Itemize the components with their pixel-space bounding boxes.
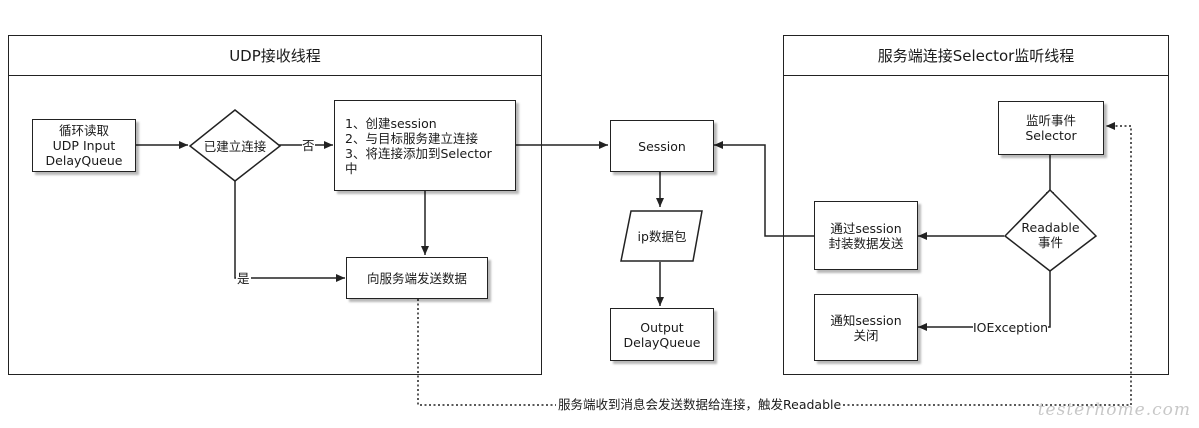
wrap-send-node: 通过session 封装数据发送 [814,201,918,270]
listen-selector-node: 监听事件 Selector [998,101,1104,155]
readable-decision-label: Readable 事件 [1021,220,1080,250]
udp-thread-title: UDP接收线程 [9,36,541,76]
session-node: Session [610,120,714,172]
ip-packet-shape [620,210,703,262]
decision-established-shape [188,109,282,182]
edge-decision-yes [234,181,345,282]
notify-close-node: 通知session 关闭 [814,294,918,361]
edge-label-server-readable: 服务端收到消息会发送数据给连接，触发Readable [556,397,844,412]
edge-label-ioexception: IOException [973,320,1049,335]
edge-label-yes: 是 [236,271,251,286]
loop-read-node: 循环读取 UDP Input DelayQueue [32,119,136,172]
edge-wrap-to-session [714,141,815,237]
send-to-server-node: 向服务端发送数据 [346,257,488,299]
established-decision-label: 已建立连接 [203,138,267,154]
create-session-node: 1、创建session 2、与目标服务建立连接 3、将连接添加到Selector… [334,100,516,191]
output-queue-node: Output DelayQueue [610,308,714,361]
selector-thread-frame: 服务端连接Selector监听线程 [783,35,1169,375]
selector-thread-title: 服务端连接Selector监听线程 [784,36,1168,76]
edge-readable-to-close [918,271,1051,331]
ip-packet-label: ip数据包 [637,228,687,244]
watermark: testerhome.com [1037,400,1191,420]
edge-label-no: 否 [302,138,315,153]
udp-thread-frame: UDP接收线程 [8,35,542,375]
decision-readable-shape [1003,188,1098,272]
edge-dotted-loop [417,122,1132,406]
